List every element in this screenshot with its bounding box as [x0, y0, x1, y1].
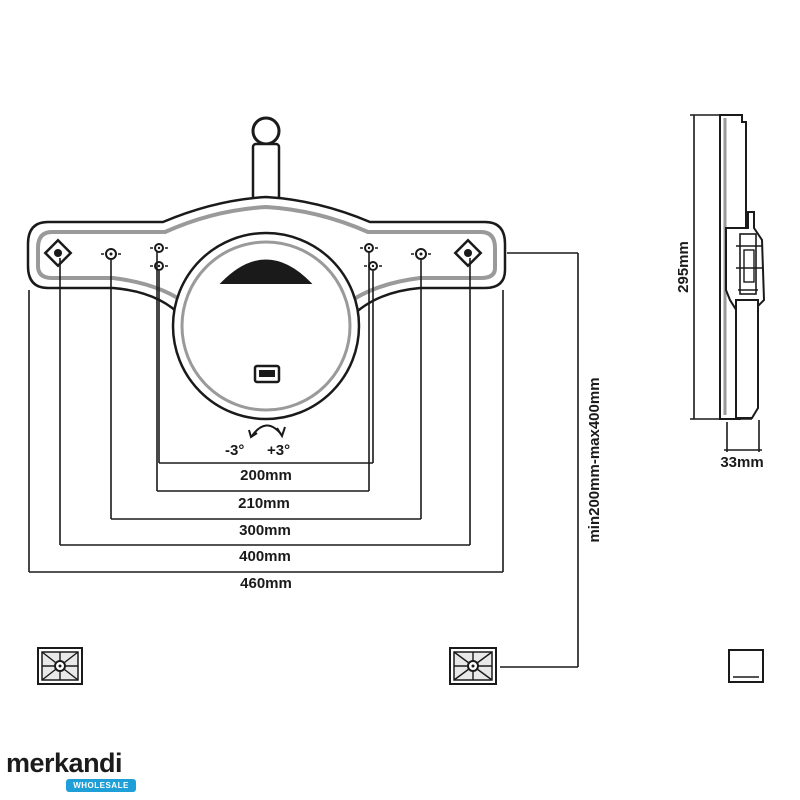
mount-hole-300-left [101, 248, 121, 260]
mount-hole-210-left [150, 243, 168, 253]
mount-hole-300-right [411, 248, 431, 260]
top-knob [251, 116, 281, 146]
dim-label-210mm: 210mm [238, 495, 290, 512]
dim-label-vertical-range: min200mm-max400mm [586, 377, 603, 542]
bottom-details [37, 647, 764, 685]
plate-top-segment [219, 259, 313, 284]
dim-label-295mm: 295mm [675, 241, 692, 293]
brand-name: merkandi [6, 748, 123, 778]
dim-label-300mm: 300mm [239, 522, 291, 539]
rotating-plate [171, 231, 361, 421]
dim-label-400mm: 400mm [239, 548, 291, 565]
mount-hole-200-left [150, 261, 168, 271]
tilt-minus-label: -3° [225, 442, 244, 459]
brand-logo: merkandi WHOLESALE [6, 748, 141, 794]
tilt-plus-label: +3° [267, 442, 290, 459]
side-tv-plate [735, 299, 759, 419]
dimension-lines [28, 114, 762, 668]
front-view [26, 116, 507, 439]
arm-inner-rim [36, 204, 497, 308]
brand-tag: WHOLESALE [66, 779, 136, 792]
side-view [719, 114, 766, 420]
rotating-plate-inner [180, 240, 352, 412]
dim-label-33mm: 33mm [720, 454, 763, 471]
dim-label-460mm: 460mm [240, 575, 292, 592]
dim-label-200mm: 200mm [240, 467, 292, 484]
plate-detail-right [449, 647, 497, 685]
center-slot-inner [259, 370, 275, 377]
plate-detail-left [37, 647, 83, 685]
block-detail-side [728, 649, 764, 683]
